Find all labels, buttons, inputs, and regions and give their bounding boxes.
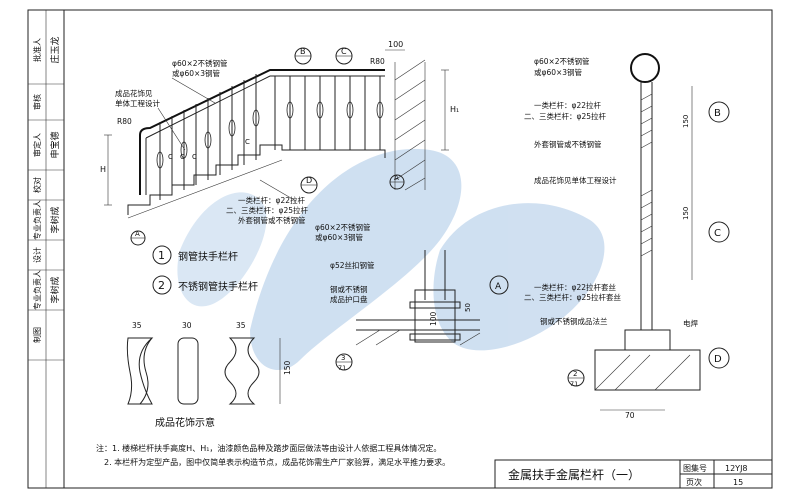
row-role-7: 专业负责人 <box>32 270 42 310</box>
mark-d: D <box>306 176 312 185</box>
page-label: 页次 <box>686 477 702 487</box>
legend-text-2: 不锈钢管扶手栏杆 <box>178 280 258 293</box>
r-pipe2: 或φ60×3钢管 <box>534 67 583 77</box>
mark-c: C <box>341 47 347 56</box>
row-role-4: 校对 <box>32 177 42 193</box>
a-mark: A <box>495 282 502 292</box>
ornaments-title: 成品花饰示意 <box>155 416 215 429</box>
atlas-value: 12YJ8 <box>725 464 748 473</box>
c-mark-2: C <box>180 153 185 161</box>
dim-h: H <box>100 165 106 174</box>
r80-left: R80 <box>117 117 132 126</box>
watermark-logo <box>177 148 605 370</box>
r-pipe: φ60×2不锈钢管 <box>534 56 590 66</box>
a-cap: φ52丝扣钢管 <box>330 260 375 270</box>
a-pipe: φ60×2不锈钢管 <box>315 222 371 232</box>
signature-2: 申宝德 <box>49 131 61 158</box>
orn-h: 150 <box>283 360 292 375</box>
row-role-6: 设计 <box>32 247 42 263</box>
orn-w2: 30 <box>182 321 192 330</box>
a-ref-num: 3 <box>341 354 345 362</box>
label-pipe2: 或φ60×3钢管 <box>172 68 221 78</box>
row-role-1: 批准人 <box>32 38 42 62</box>
signature-3: 李树成 <box>49 206 61 233</box>
dim-h1: H₁ <box>450 105 459 114</box>
railing-section-right: 150 150 B C D φ60×2不锈钢管 或φ60×3钢管 一类栏杆：φ2… <box>524 53 730 420</box>
c-mark-1: C <box>168 153 173 161</box>
label-cls1: 一类栏杆：φ22拉杆 <box>238 195 305 205</box>
orn-w1: 35 <box>132 321 142 330</box>
title-text: 金属扶手金属栏杆（一） <box>508 467 640 482</box>
note-2: 2. 本栏杆为定型产品，图中仅简单表示构造节点，成品花饰需生产厂家验算，满足水平… <box>104 458 451 467</box>
legend-text-1: 钢管扶手栏杆 <box>178 250 238 263</box>
stair-railing-elevation: H H₁ 100 R80 R80 φ60×2不锈钢管 或φ60×3钢管 成品花饰… <box>100 40 459 246</box>
legend-num-2: 2 <box>158 279 165 292</box>
r-sleeve: 外套钢管或不锈钢管 <box>534 139 602 149</box>
r80-right: R80 <box>370 57 385 66</box>
ornament-samples: 35 30 35 150 成品花饰示意 <box>126 321 292 429</box>
mark-a-left: A <box>135 230 140 238</box>
detail-a-base: φ60×2不锈钢管 或φ60×3钢管 φ52丝扣钢管 钢或不锈钢 成品护口盘 1… <box>315 222 509 372</box>
r-cls1: 一类栏杆：φ22拉杆 <box>534 100 601 110</box>
title-block: 金属扶手金属栏杆（一） 图集号 12YJ8 页次 15 <box>494 459 773 489</box>
c-mark-4: C <box>245 138 250 146</box>
legend-num-1: 1 <box>158 249 165 262</box>
r-dim-150a: 150 <box>682 115 690 128</box>
orn-w3: 35 <box>236 321 246 330</box>
row-role-2: 审核 <box>32 94 42 110</box>
atlas-label: 图集号 <box>683 463 707 473</box>
label-flower2: 单体工程设计 <box>115 98 160 108</box>
a-base: 钢或不锈钢 <box>330 284 368 294</box>
side-signature-block: 批准人 审核 审定人 校对 专业负责人 设计 专业负责人 制图 庄玉龙 申宝德 … <box>27 9 65 489</box>
label-pipe: φ60×2不锈钢管 <box>172 58 228 68</box>
label-sleeve: 外套钢管或不锈钢管 <box>238 215 306 225</box>
row-role-3: 审定人 <box>32 133 42 157</box>
r-mark-d: D <box>714 354 722 365</box>
r-cls23: 二、三类栏杆：φ25拉杆 <box>524 111 606 121</box>
label-flower: 成品花饰见 <box>115 88 153 98</box>
label-cls23: 二、三类栏杆：φ25拉杆 <box>226 205 308 215</box>
row-role-5: 专业负责人 <box>32 200 42 240</box>
r-ref-num: 2 <box>573 370 577 378</box>
r-mark-c: C <box>714 228 721 239</box>
r-dim-70: 70 <box>625 411 635 420</box>
mark-b: B <box>300 47 306 56</box>
a-base2: 成品护口盘 <box>330 294 368 304</box>
r-mark-b: B <box>714 108 721 119</box>
signature-1: 庄玉龙 <box>49 36 61 63</box>
row-role-8: 制图 <box>32 327 42 343</box>
dim-100: 100 <box>388 40 403 49</box>
r-cls1-low: 一类栏杆：φ22拉杆套丝 <box>534 282 616 292</box>
note-1: 注：1. 楼梯栏杆扶手高度H、H₁，油漆颜色品种及踏步面层做法等由设计人依据工程… <box>96 444 442 453</box>
figure-legend: 1 钢管扶手栏杆 2 不锈钢管扶手栏杆 <box>152 245 258 295</box>
a-pipe2: 或φ60×3钢管 <box>315 232 364 242</box>
r-dim-150b: 150 <box>682 207 690 220</box>
a-dim-100: 100 <box>429 311 438 326</box>
r-flange: 钢或不锈钢成品法兰 <box>540 316 608 326</box>
r-weld: 电焊 <box>683 318 698 328</box>
c-mark-3: C <box>192 153 197 161</box>
a-ref-den: 71 <box>338 364 346 372</box>
r-ref-den: 71 <box>570 380 578 388</box>
a-dim-50: 50 <box>464 303 472 312</box>
r-cls23-low: 二、三类栏杆：φ25拉杆套丝 <box>524 292 621 302</box>
page-value: 15 <box>733 478 743 487</box>
r-flower: 成品花饰见单体工程设计 <box>534 175 617 185</box>
mark-a-right: A <box>394 174 399 182</box>
signature-4: 李树成 <box>49 276 61 303</box>
